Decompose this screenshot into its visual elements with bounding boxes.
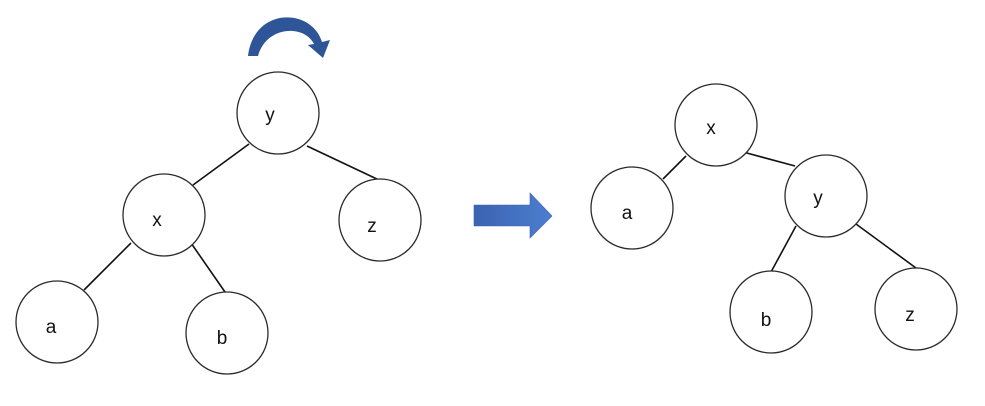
tree-node-y: y xyxy=(236,71,320,155)
edge-x-a xyxy=(83,242,132,291)
rotation-arrow-icon xyxy=(248,17,330,58)
edge-y-z-after xyxy=(855,223,917,269)
edge-y-z xyxy=(306,145,380,181)
edge-y-b-after xyxy=(770,225,797,273)
tree-node-b: b xyxy=(185,291,269,375)
node-label-x-after: x xyxy=(706,118,716,139)
node-label-a-after: a xyxy=(622,203,633,224)
tree-node-b-after: b xyxy=(729,270,813,354)
node-label-a: a xyxy=(46,317,57,338)
edge-x-y-after xyxy=(742,151,796,167)
tree-node-y-after: y xyxy=(784,154,868,238)
tree-node-x-after: x xyxy=(674,83,758,167)
tree-node-z: z xyxy=(338,178,422,262)
right-arrow-icon xyxy=(473,192,553,239)
node-label-y: y xyxy=(265,105,275,126)
node-label-y-after: y xyxy=(813,188,823,209)
node-label-x: x xyxy=(152,210,162,231)
node-label-b: b xyxy=(217,328,228,349)
node-label-z-after: z xyxy=(905,305,915,326)
before-tree: y x z a b xyxy=(15,71,422,375)
tree-node-z-after: z xyxy=(874,267,958,351)
edge-x-b xyxy=(190,242,226,293)
node-label-z: z xyxy=(367,216,377,237)
edge-x-a-after xyxy=(662,155,687,180)
tree-node-x: x xyxy=(122,173,206,257)
node-label-b-after: b xyxy=(761,310,772,331)
tree-node-a: a xyxy=(15,280,99,364)
after-tree: x a y b z xyxy=(590,83,958,354)
tree-node-a-after: a xyxy=(590,166,674,250)
edge-y-x xyxy=(192,143,250,186)
